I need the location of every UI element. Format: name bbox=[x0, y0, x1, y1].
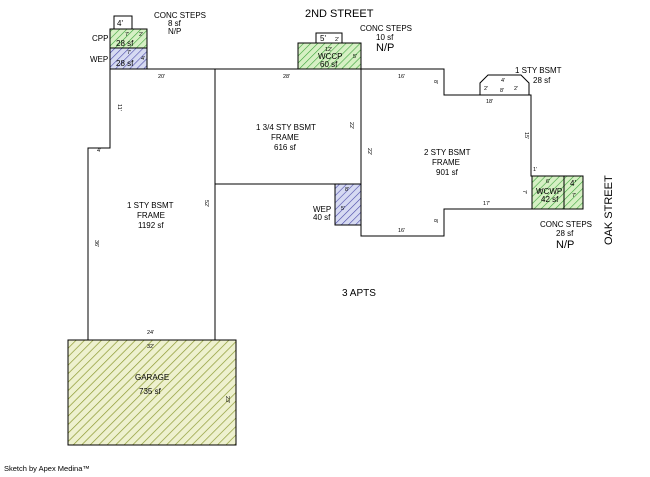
dim-mid-top: 28' bbox=[283, 74, 290, 80]
wep-mid-sqft: 40 sf bbox=[313, 213, 331, 222]
garage-area bbox=[67, 339, 237, 446]
bay-sqft: 28 sf bbox=[533, 76, 551, 85]
dim-main-left-step: 4' bbox=[97, 148, 101, 154]
dim-cpp-inner-b: 2' bbox=[139, 32, 143, 38]
dim-mid-right-lower: 22' bbox=[366, 148, 372, 155]
steps-right-sqft: 28 sf bbox=[556, 229, 574, 238]
wep-mid-label: WEP bbox=[313, 205, 331, 214]
dim-main-left-long: 36' bbox=[93, 240, 99, 247]
dim-main-bottom: 24' bbox=[147, 330, 154, 336]
steps-left-note: N/P bbox=[168, 27, 181, 36]
wcwp-area bbox=[531, 175, 565, 210]
dim-two-right-upper: 15' bbox=[523, 132, 529, 139]
garage-label: GARAGE bbox=[135, 373, 169, 382]
dim-steps-right-w: 4' bbox=[570, 179, 576, 188]
two-sty-label: 2 STY BSMT bbox=[424, 148, 471, 157]
dim-two-side-top: 8' bbox=[432, 80, 438, 84]
two-sty-sqft: 901 sf bbox=[436, 168, 459, 177]
bay-dim-d: 2' bbox=[514, 86, 518, 92]
steps-right-note: N/P bbox=[556, 239, 574, 251]
dim-two-bottom-step: 17' bbox=[483, 201, 490, 207]
dim-mid-right: 22' bbox=[348, 122, 354, 129]
wep-top-sqft: 28 sf bbox=[116, 59, 134, 68]
dim-cpp-top: 4' bbox=[117, 19, 123, 28]
dim-wep-mid-top: 8' bbox=[345, 187, 349, 193]
dim-wcwp-top: 6' bbox=[546, 179, 550, 185]
dim-wccp-inner: 2' bbox=[335, 37, 339, 43]
dim-main-right: 52' bbox=[203, 200, 209, 207]
dim-wccp-right: 5' bbox=[353, 54, 357, 60]
apartments-note: 3 APTS bbox=[342, 288, 376, 299]
bay-label: 1 STY BSMT bbox=[515, 66, 562, 75]
two-sty-label-2: FRAME bbox=[432, 158, 460, 167]
dim-wep-top-side: 4' bbox=[141, 56, 145, 62]
steps-left-sqft: 8 sf bbox=[168, 19, 182, 28]
garage-sqft: 735 sf bbox=[139, 387, 162, 396]
dim-main-left-upper: 11' bbox=[116, 104, 122, 111]
mid-frame-sqft: 616 sf bbox=[274, 143, 297, 152]
dim-wccp-side: 12' bbox=[325, 47, 332, 53]
dim-two-bay-side: 18' bbox=[486, 99, 493, 105]
dim-wcwp-side: 7' bbox=[538, 189, 542, 195]
dim-two-right-step: 1' bbox=[533, 167, 537, 173]
cpp-step-box bbox=[113, 15, 133, 30]
cpp-sqft: 28 sf bbox=[116, 39, 134, 48]
wccp-sqft: 60 sf bbox=[320, 60, 338, 69]
street-label-right: OAK STREET bbox=[603, 175, 615, 245]
wep-top-label: WEP bbox=[90, 55, 108, 64]
dim-cpp-inner-a: 7' bbox=[125, 32, 129, 38]
bay-dim-b: 8' bbox=[500, 88, 504, 94]
dim-main-top: 20' bbox=[158, 74, 165, 80]
wep-mid-area bbox=[334, 183, 362, 226]
steps-mid-note: N/P bbox=[376, 42, 394, 54]
wccp-step-box bbox=[315, 32, 343, 44]
main-frame-sqft: 1192 sf bbox=[138, 221, 164, 230]
dim-wccp-top: 5' bbox=[320, 34, 326, 43]
street-label-top: 2ND STREET bbox=[305, 8, 374, 20]
mid-frame-label: 1 3/4 STY BSMT bbox=[256, 123, 316, 132]
cpp-label: CPP bbox=[92, 34, 108, 43]
steps-mid-sqft: 10 sf bbox=[376, 33, 394, 42]
dim-two-side-bottom: 8' bbox=[432, 219, 438, 223]
bay-dim-a: 4' bbox=[501, 78, 505, 84]
wcwp-label: WCWP bbox=[536, 187, 562, 196]
sketch-credit: Sketch by Apex Medina™ bbox=[4, 464, 90, 473]
dim-two-top: 16' bbox=[398, 74, 405, 80]
steps-right-box bbox=[563, 175, 584, 210]
wep-top-area bbox=[109, 47, 148, 70]
dim-garage-right: 23' bbox=[224, 396, 230, 403]
dim-wep-top: 7' bbox=[127, 50, 131, 56]
main-frame-label: 1 STY BSMT bbox=[127, 201, 174, 210]
main-frame-label-2: FRAME bbox=[137, 211, 165, 220]
wcwp-sqft: 42 sf bbox=[541, 195, 559, 204]
steps-mid-label: CONC STEPS bbox=[360, 24, 412, 33]
dim-two-right-lower: 7' bbox=[521, 190, 527, 194]
steps-left-label: CONC STEPS bbox=[154, 11, 206, 20]
dim-wep-mid-side: 5' bbox=[341, 206, 345, 212]
bay-outline bbox=[479, 74, 530, 95]
dim-steps-right-h: 7' bbox=[572, 193, 576, 199]
bay-dim-c: 2' bbox=[484, 86, 488, 92]
dim-garage-top: 32' bbox=[147, 344, 154, 350]
mid-frame-label-2: FRAME bbox=[271, 133, 299, 142]
wccp-label: WCCP bbox=[318, 52, 342, 61]
dim-two-bottom: 16' bbox=[398, 228, 405, 234]
steps-right-label: CONC STEPS bbox=[540, 220, 592, 229]
